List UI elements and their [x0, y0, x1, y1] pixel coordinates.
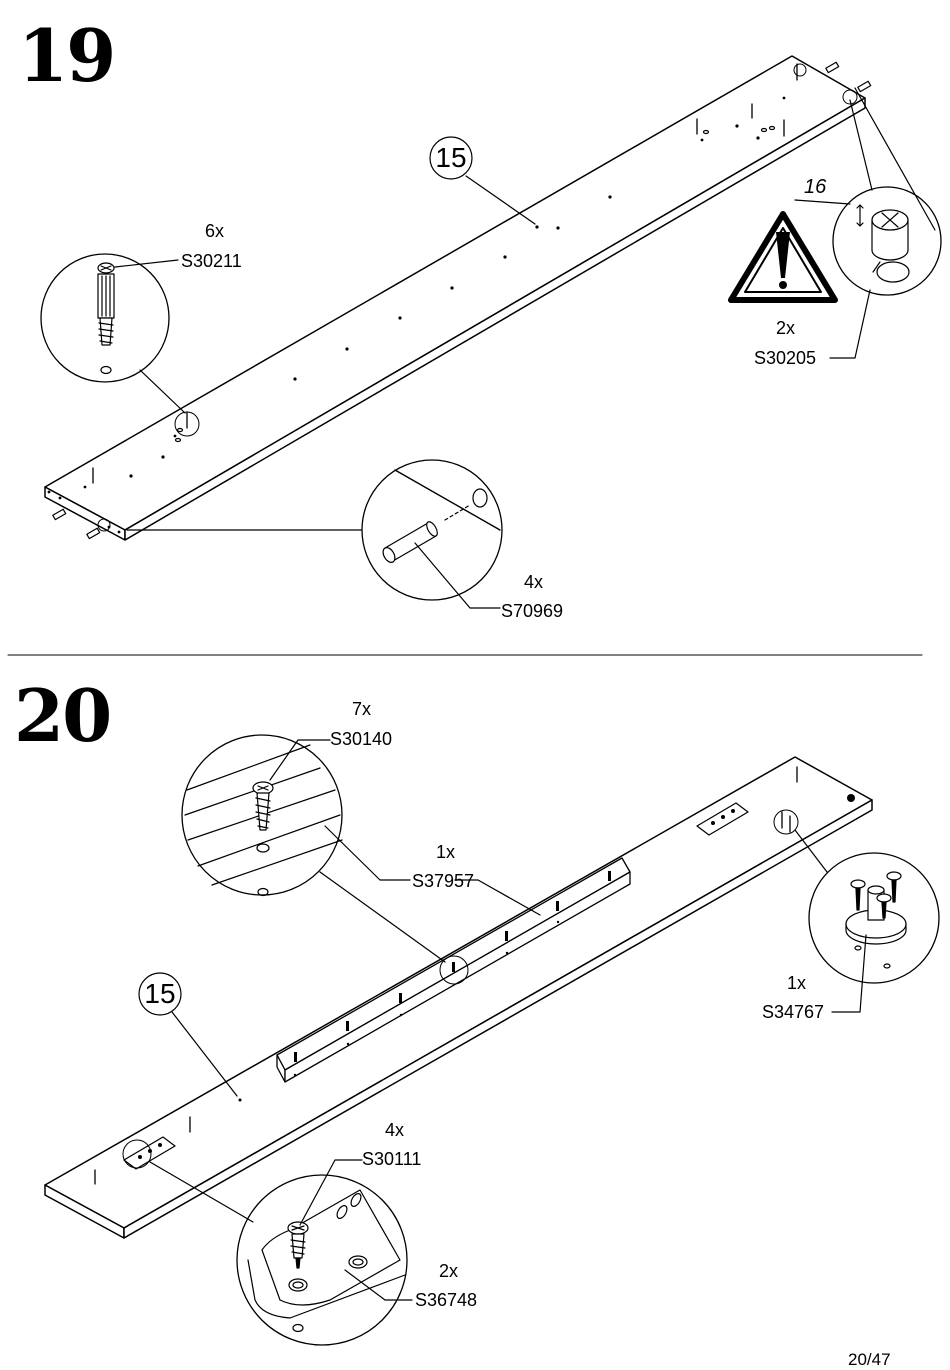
step-20-panel-number: 15 [144, 978, 176, 1009]
callout-qty: 1x [436, 842, 456, 862]
callout-qty: 7x [352, 699, 372, 719]
step-19-part-label-leader [430, 137, 535, 224]
warning-icon [731, 214, 835, 300]
step-20-panel-board [45, 757, 872, 1238]
reference-part-number: 16 [804, 176, 827, 198]
detail-circle-cam-bolt [41, 254, 185, 413]
step-19-panel-number: 15 [435, 142, 467, 173]
callout-qty: 2x [439, 1261, 459, 1281]
callout-qty: 4x [524, 572, 544, 592]
step-19-panel-board [45, 56, 871, 540]
detail-circle-bracket [150, 1160, 412, 1345]
step-19-number: 19 [18, 13, 116, 98]
callout-code: S36748 [415, 1290, 478, 1310]
callout-code: S30111 [362, 1149, 422, 1169]
page-number: 20/47 [848, 1350, 891, 1369]
callout-qty: 4x [385, 1120, 405, 1140]
callout-code: S30211 [181, 251, 242, 271]
callout-qty: 6x [205, 221, 225, 241]
callout-qty: 1x [787, 973, 807, 993]
callout-qty: 2x [776, 318, 796, 338]
callout-code: S70969 [501, 601, 564, 621]
detail-circle-cam-lock [795, 88, 941, 358]
detail-circle-connector [795, 830, 939, 1012]
callout-code: S37957 [412, 871, 475, 891]
detail-circle-screw [182, 735, 445, 962]
callout-code: S34767 [762, 1002, 825, 1022]
detail-circle-dowel [127, 460, 502, 608]
callout-code: S30205 [754, 348, 817, 368]
callout-code: S30140 [330, 729, 393, 749]
step-20-part-label-leader [139, 973, 237, 1096]
step-20-number: 20 [14, 673, 112, 758]
